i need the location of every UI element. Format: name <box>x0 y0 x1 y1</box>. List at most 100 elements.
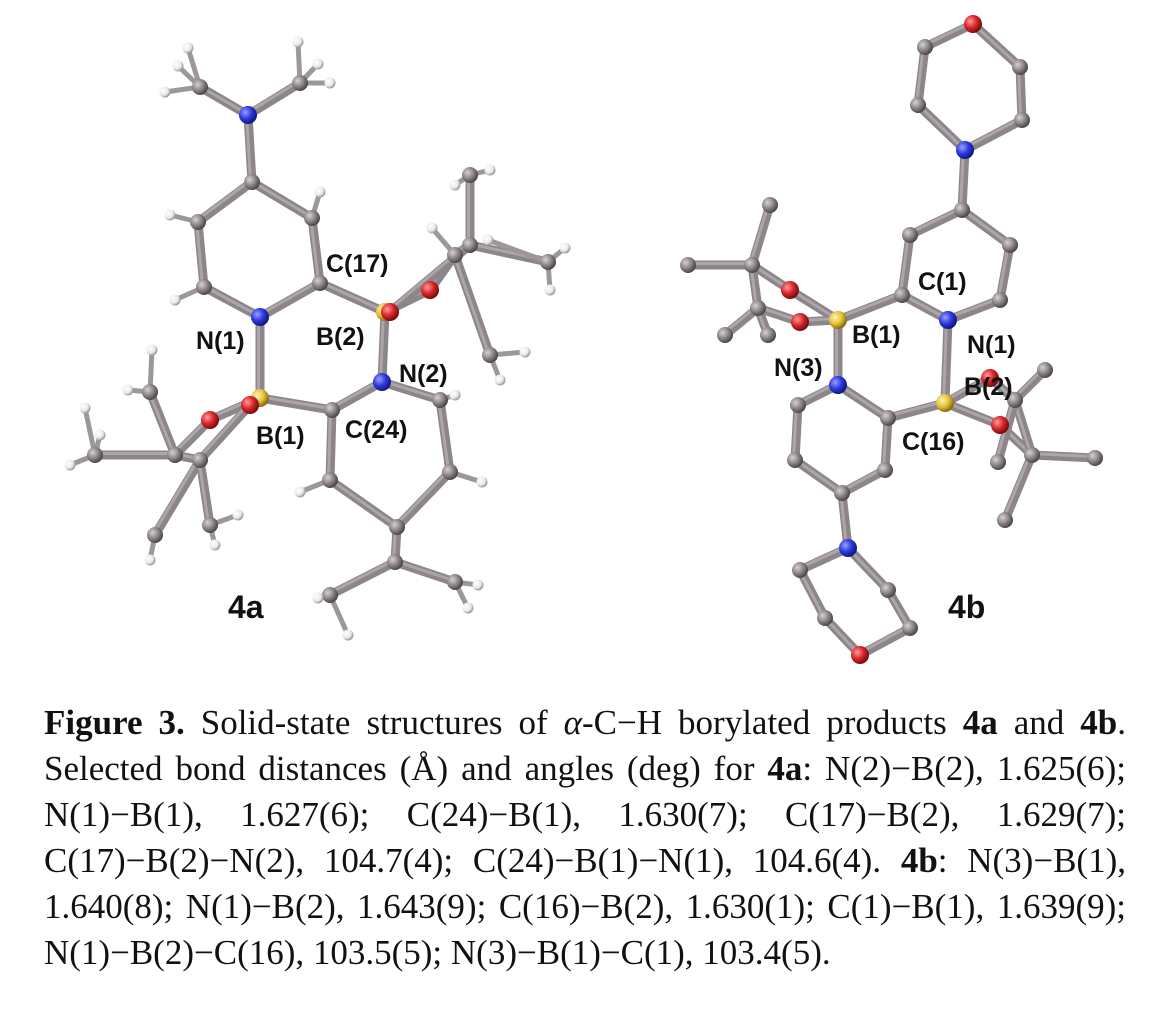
structure-4a-atom-carbon <box>142 384 158 400</box>
structure-4a-atom-nitrogen <box>251 308 269 326</box>
structure-4b-bond <box>913 42 930 110</box>
atom-label-4a-b1: B(1) <box>256 422 305 450</box>
structure-4b-atom-oxygen <box>981 369 999 387</box>
atom-label-4a-c24: C(24) <box>345 416 408 444</box>
structure-4b-atom-carbon <box>954 202 970 218</box>
structure-4b-atom-oxygen <box>791 313 809 331</box>
atom-label-4b-n1: N(1) <box>967 331 1016 359</box>
structure-4a-bond-highlight <box>249 179 312 218</box>
structure-4a-atom-oxygen <box>381 303 399 321</box>
structure-4a-atom-carbon <box>192 452 208 468</box>
structure-4b-atom-carbon <box>790 397 806 413</box>
structure-4a-atom-carbon <box>192 79 208 95</box>
caption-text: Solid-state structures of <box>184 703 564 742</box>
structure-4b-bond-highlight <box>1029 452 1095 458</box>
structure-4b-atom-carbon <box>1087 450 1103 466</box>
structure-4b-bond-highlight <box>997 242 1010 300</box>
structure-4b <box>680 15 1103 664</box>
structure-4a-atom-carbon <box>432 392 448 408</box>
structure-4b-atom-nitrogen <box>956 141 974 159</box>
caption-compound-ref: 4b <box>900 841 938 880</box>
structure-4a-atom-carbon <box>292 75 308 91</box>
structure-4b-bond-highlight <box>942 317 948 403</box>
structure-4b-bond <box>897 230 915 300</box>
atom-label-4b-n3: N(3) <box>774 354 823 382</box>
structure-4b-bond <box>905 205 967 240</box>
structure-4a-bond-highlight <box>309 215 320 283</box>
molecular-structures-figure: C(17) N(1) B(2) N(2) B(1) C(24) 4a C(1) … <box>64 15 1103 664</box>
structure-4a-atom-hydrogen <box>79 402 91 414</box>
structure-4a-atom-carbon <box>147 527 163 543</box>
structure-4a-atom-carbon <box>482 347 498 363</box>
structure-4b-atom-carbon <box>990 454 1006 470</box>
structure-4a-atom-hydrogen <box>342 629 354 641</box>
structure-4a-atom-carbon <box>312 275 328 291</box>
structure-4a-atom-hydrogen <box>312 58 324 70</box>
structure-4a-bond-highlight <box>152 457 200 535</box>
structure-4b-bond <box>883 398 950 423</box>
structure-4b-atom-carbon <box>877 462 893 478</box>
atom-label-4a-c17: C(17) <box>326 250 389 278</box>
caption-compound-ref: 4a <box>962 703 998 742</box>
structure-4a-atom-hydrogen <box>544 284 556 296</box>
structure-4a-atom-hydrogen <box>144 554 156 566</box>
structure-4a-bond-highlight <box>201 284 260 317</box>
structure-4a-bond-highlight <box>257 280 320 317</box>
structure-4b-bond <box>995 240 1015 305</box>
structure-4a-bond <box>82 405 98 458</box>
structure-4a-bond <box>243 78 305 120</box>
structure-4b-atom-carbon <box>744 257 760 273</box>
caption-compound-ref: 4b <box>1080 703 1118 742</box>
structure-4a-bond-highlight <box>452 252 490 355</box>
structure-4b-bond-highlight <box>907 207 962 235</box>
structure-4b-atom-nitrogen <box>829 376 847 394</box>
structure-4b-atom-carbon <box>880 582 896 598</box>
structure-4b-bond-highlight <box>885 400 945 418</box>
structure-4a-bond <box>193 177 257 227</box>
structure-4b-bond <box>880 413 893 475</box>
structure-4a-atom-hydrogen <box>164 209 176 221</box>
structure-4a-bond <box>255 278 325 322</box>
structure-4b-bond-highlight <box>1002 452 1032 520</box>
structure-4b-bond <box>940 315 953 408</box>
structure-4a-atom-carbon <box>447 574 463 590</box>
structure-4b-bond-highlight <box>915 102 965 150</box>
figure-caption: Figure 3. Solid-state structures of α-C−… <box>44 700 1126 976</box>
structure-4b-atom-carbon <box>817 610 833 626</box>
structure-4b-bond-highlight <box>962 117 1022 150</box>
structure-4a-bond <box>485 237 551 265</box>
structure-4b-bond <box>957 145 970 215</box>
structure-4a-atom-hydrogen <box>292 36 304 48</box>
structure-4b-atom-oxygen <box>781 281 799 299</box>
structure-4b-atom-nitrogen <box>839 539 857 557</box>
caption-text: : N(2)−B(2), 1.625(6); N(1)−B(1), 1.627(… <box>44 749 1126 880</box>
structure-4b-bond <box>960 115 1027 155</box>
structure-4b-bond-highlight <box>749 202 770 265</box>
structure-4a-atom-oxygen <box>421 281 439 299</box>
structure-4b-atom-carbon <box>1014 112 1030 128</box>
structure-4b-atom-carbon <box>910 97 926 113</box>
structure-4a-atom-hydrogen <box>449 179 461 191</box>
structure-4b-atom-carbon <box>792 562 808 578</box>
structure-4b-atom-carbon <box>717 327 733 343</box>
structure-4b-atom-oxygen <box>964 15 982 33</box>
structure-4b-atom-boron <box>829 311 847 329</box>
structure-4a-atom-hydrogen <box>494 374 506 386</box>
structure-4b-atom-carbon <box>1037 362 1053 378</box>
structure-4b-atom-carbon <box>902 620 918 636</box>
structure-4b-atom-carbon <box>902 227 918 243</box>
structure-4a-atom-carbon <box>167 447 183 463</box>
structure-4b-bond-highlight <box>915 44 925 105</box>
atom-label-4a-n2: N(2) <box>399 360 448 388</box>
structure-4a-atom-hydrogen <box>232 509 244 521</box>
structure-4a-bond <box>377 307 390 387</box>
caption-text: . Selected bond distances (Å) and angles… <box>44 703 1126 788</box>
structure-4b-bond <box>747 200 775 270</box>
structure-4a-atom-hydrogen <box>94 429 106 441</box>
structure-4a-bond-highlight <box>257 395 332 410</box>
structure-4b-bond-highlight <box>797 545 848 570</box>
structure-4b-bond <box>1000 450 1037 525</box>
structure-4b-atom-nitrogen <box>939 311 957 329</box>
structure-4a-bond <box>150 455 205 540</box>
structure-4a-atom-carbon <box>462 237 478 253</box>
